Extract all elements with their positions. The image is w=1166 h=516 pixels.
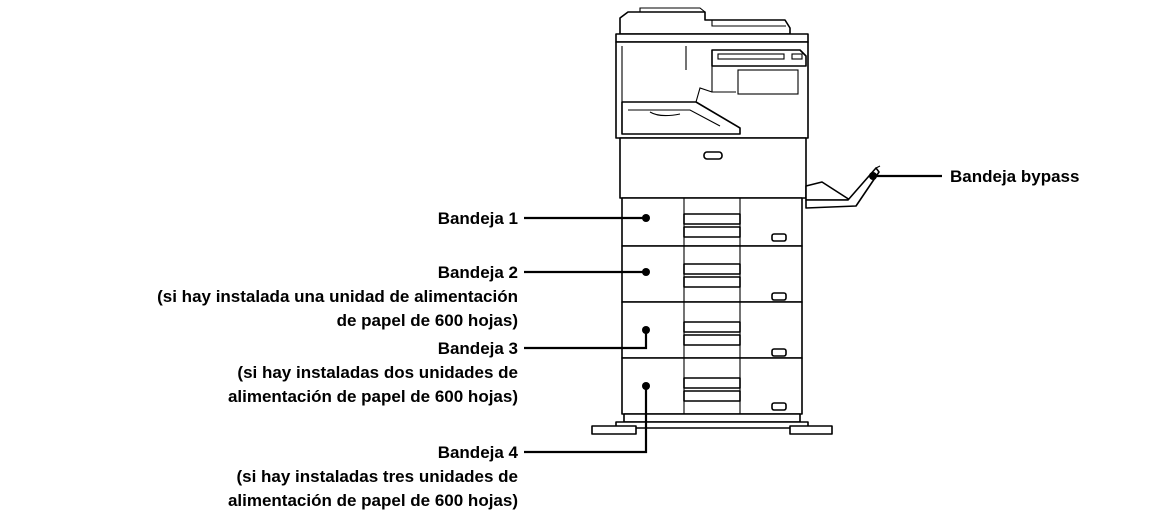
printer-illustration xyxy=(591,7,881,435)
scanner-unit xyxy=(615,41,809,139)
label-tray-2-note-1: (si hay instalada una unidad de alimenta… xyxy=(157,287,518,306)
label-tray-2-note-2: de papel de 600 hojas) xyxy=(337,311,518,330)
document-feeder xyxy=(615,7,809,43)
label-tray-1: Bandeja 1 xyxy=(438,209,518,228)
label-tray-4-note-2: alimentación de papel de 600 hojas) xyxy=(228,491,518,510)
leader-lines xyxy=(524,172,942,454)
label-bypass: Bandeja bypass xyxy=(950,167,1079,186)
leader-dot-tray-4 xyxy=(642,382,650,390)
bypass-tray-shape xyxy=(805,165,881,209)
tray-stack xyxy=(621,197,803,415)
leader-dot-tray-1 xyxy=(642,214,650,222)
tray-1-shape xyxy=(621,197,803,247)
stand-base xyxy=(591,413,833,435)
leader-dot-bypass xyxy=(869,172,877,180)
leader-dot-tray-2 xyxy=(642,268,650,276)
main-body xyxy=(619,137,807,199)
label-tray-4-note-1: (si hay instaladas tres unidades de xyxy=(236,467,518,486)
tray-2-shape xyxy=(621,245,803,303)
leader-tray-3 xyxy=(524,330,648,350)
label-tray-2-title: Bandeja 2 xyxy=(438,263,518,282)
leader-dot-tray-3 xyxy=(642,326,650,334)
leader-tray-4 xyxy=(524,386,648,454)
label-tray-3-title: Bandeja 3 xyxy=(438,339,518,358)
label-tray-3-note-1: (si hay instaladas dos unidades de xyxy=(237,363,518,382)
label-tray-4-title: Bandeja 4 xyxy=(438,443,519,462)
tray-4-shape xyxy=(621,357,803,415)
output-tray xyxy=(621,87,741,135)
label-tray-3-note-2: alimentación de papel de 600 hojas) xyxy=(228,387,518,406)
labels: Bandeja bypass Bandeja 1 Bandeja 2 (si h… xyxy=(157,167,1079,510)
